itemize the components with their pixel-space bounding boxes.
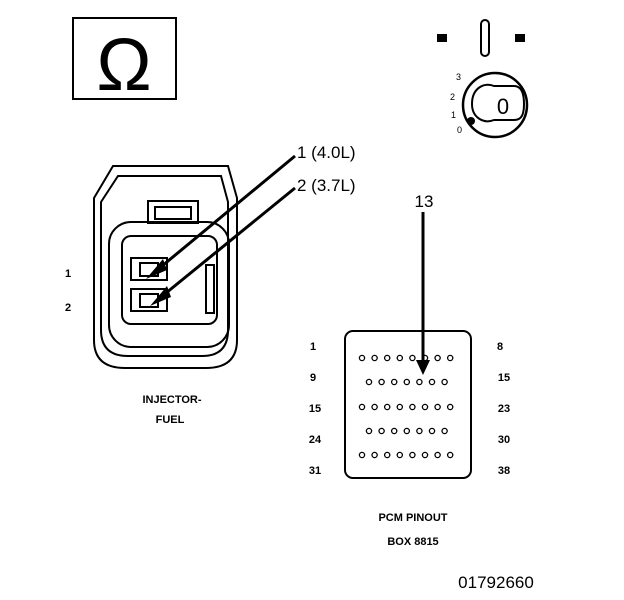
pcm-pin [378,427,385,435]
ignition-switch-icon: 3 2 1 0 0 [437,19,529,139]
pcm-pin [421,451,429,459]
pcm-pin [434,403,441,411]
pcm-pin [396,403,404,411]
pcm-pin [416,427,423,435]
injector-callout-2: 2 (3.7L) [297,176,356,195]
pcm-pin [371,354,378,362]
pcm-pin [409,451,416,459]
ignition-pos-2: 2 [450,92,455,102]
injector-pin-2-label: 2 [65,302,71,314]
pcm-pin [441,378,448,386]
pcm-left-label-1: 1 [310,341,316,353]
pcm-pin [390,427,398,435]
pcm-pin [396,354,404,362]
pcm-pin [409,403,416,411]
pcm-right-label-15: 15 [498,372,510,384]
injector-callout-1: 1 (4.0L) [297,143,356,162]
ignition-pos-1: 1 [451,110,456,120]
pcm-pin [378,378,385,386]
pcm-right-label-38: 38 [498,465,510,477]
pcm-right-label-30: 30 [498,434,510,446]
ignition-pos-0: 0 [457,125,462,135]
pcm-pin [446,451,454,459]
pcm-pin [416,378,423,386]
pcm-callout-13: 13 [415,192,434,211]
pcm-left-label-31: 31 [309,465,321,477]
pcm-connector-outline [344,330,472,479]
pcm-pin [358,403,366,411]
pcm-title-line1: PCM PINOUT [378,512,447,524]
figure-id: 01792660 [458,573,534,592]
pcm-pin [365,378,373,386]
pcm-left-label-15: 15 [309,403,321,415]
ignition-pos-3: 3 [456,72,461,82]
pcm-pin [446,354,454,362]
ohm-symbol: Ω [96,23,151,106]
pcm-pin [421,403,429,411]
pcm-pin [383,354,391,362]
pcm-pin [428,427,436,435]
pcm-right-label-8: 8 [497,341,503,353]
pcm-pin [409,354,416,362]
pcm-pin [403,427,411,435]
pcm-pin [371,451,378,459]
pcm-pin [358,451,366,459]
injector-title-line1: INJECTOR- [142,394,201,406]
injector-pin-1-label: 1 [65,268,71,280]
pcm-pin [365,427,373,435]
key-position-label: 0 [497,94,509,119]
pcm-pin [390,378,398,386]
pcm-pin [403,378,411,386]
pcm-left-label-24: 24 [309,434,322,446]
injector-title-line2: FUEL [156,414,185,426]
pcm-pin-grid [358,354,454,459]
pcm-pin [428,378,436,386]
pcm-pin [434,451,441,459]
pcm-pin [371,403,378,411]
pcm-pin [383,451,391,459]
pcm-pin [396,451,404,459]
pcm-pin [446,403,454,411]
pcm-pin [441,427,448,435]
ohmmeter-icon: Ω [72,17,177,106]
pcm-pin [383,403,391,411]
pcm-pin [358,354,366,362]
pcm-pin [434,354,441,362]
pcm-right-label-23: 23 [498,403,510,415]
pcm-title-line2: BOX 8815 [387,536,438,548]
pcm-left-label-9: 9 [310,372,316,384]
